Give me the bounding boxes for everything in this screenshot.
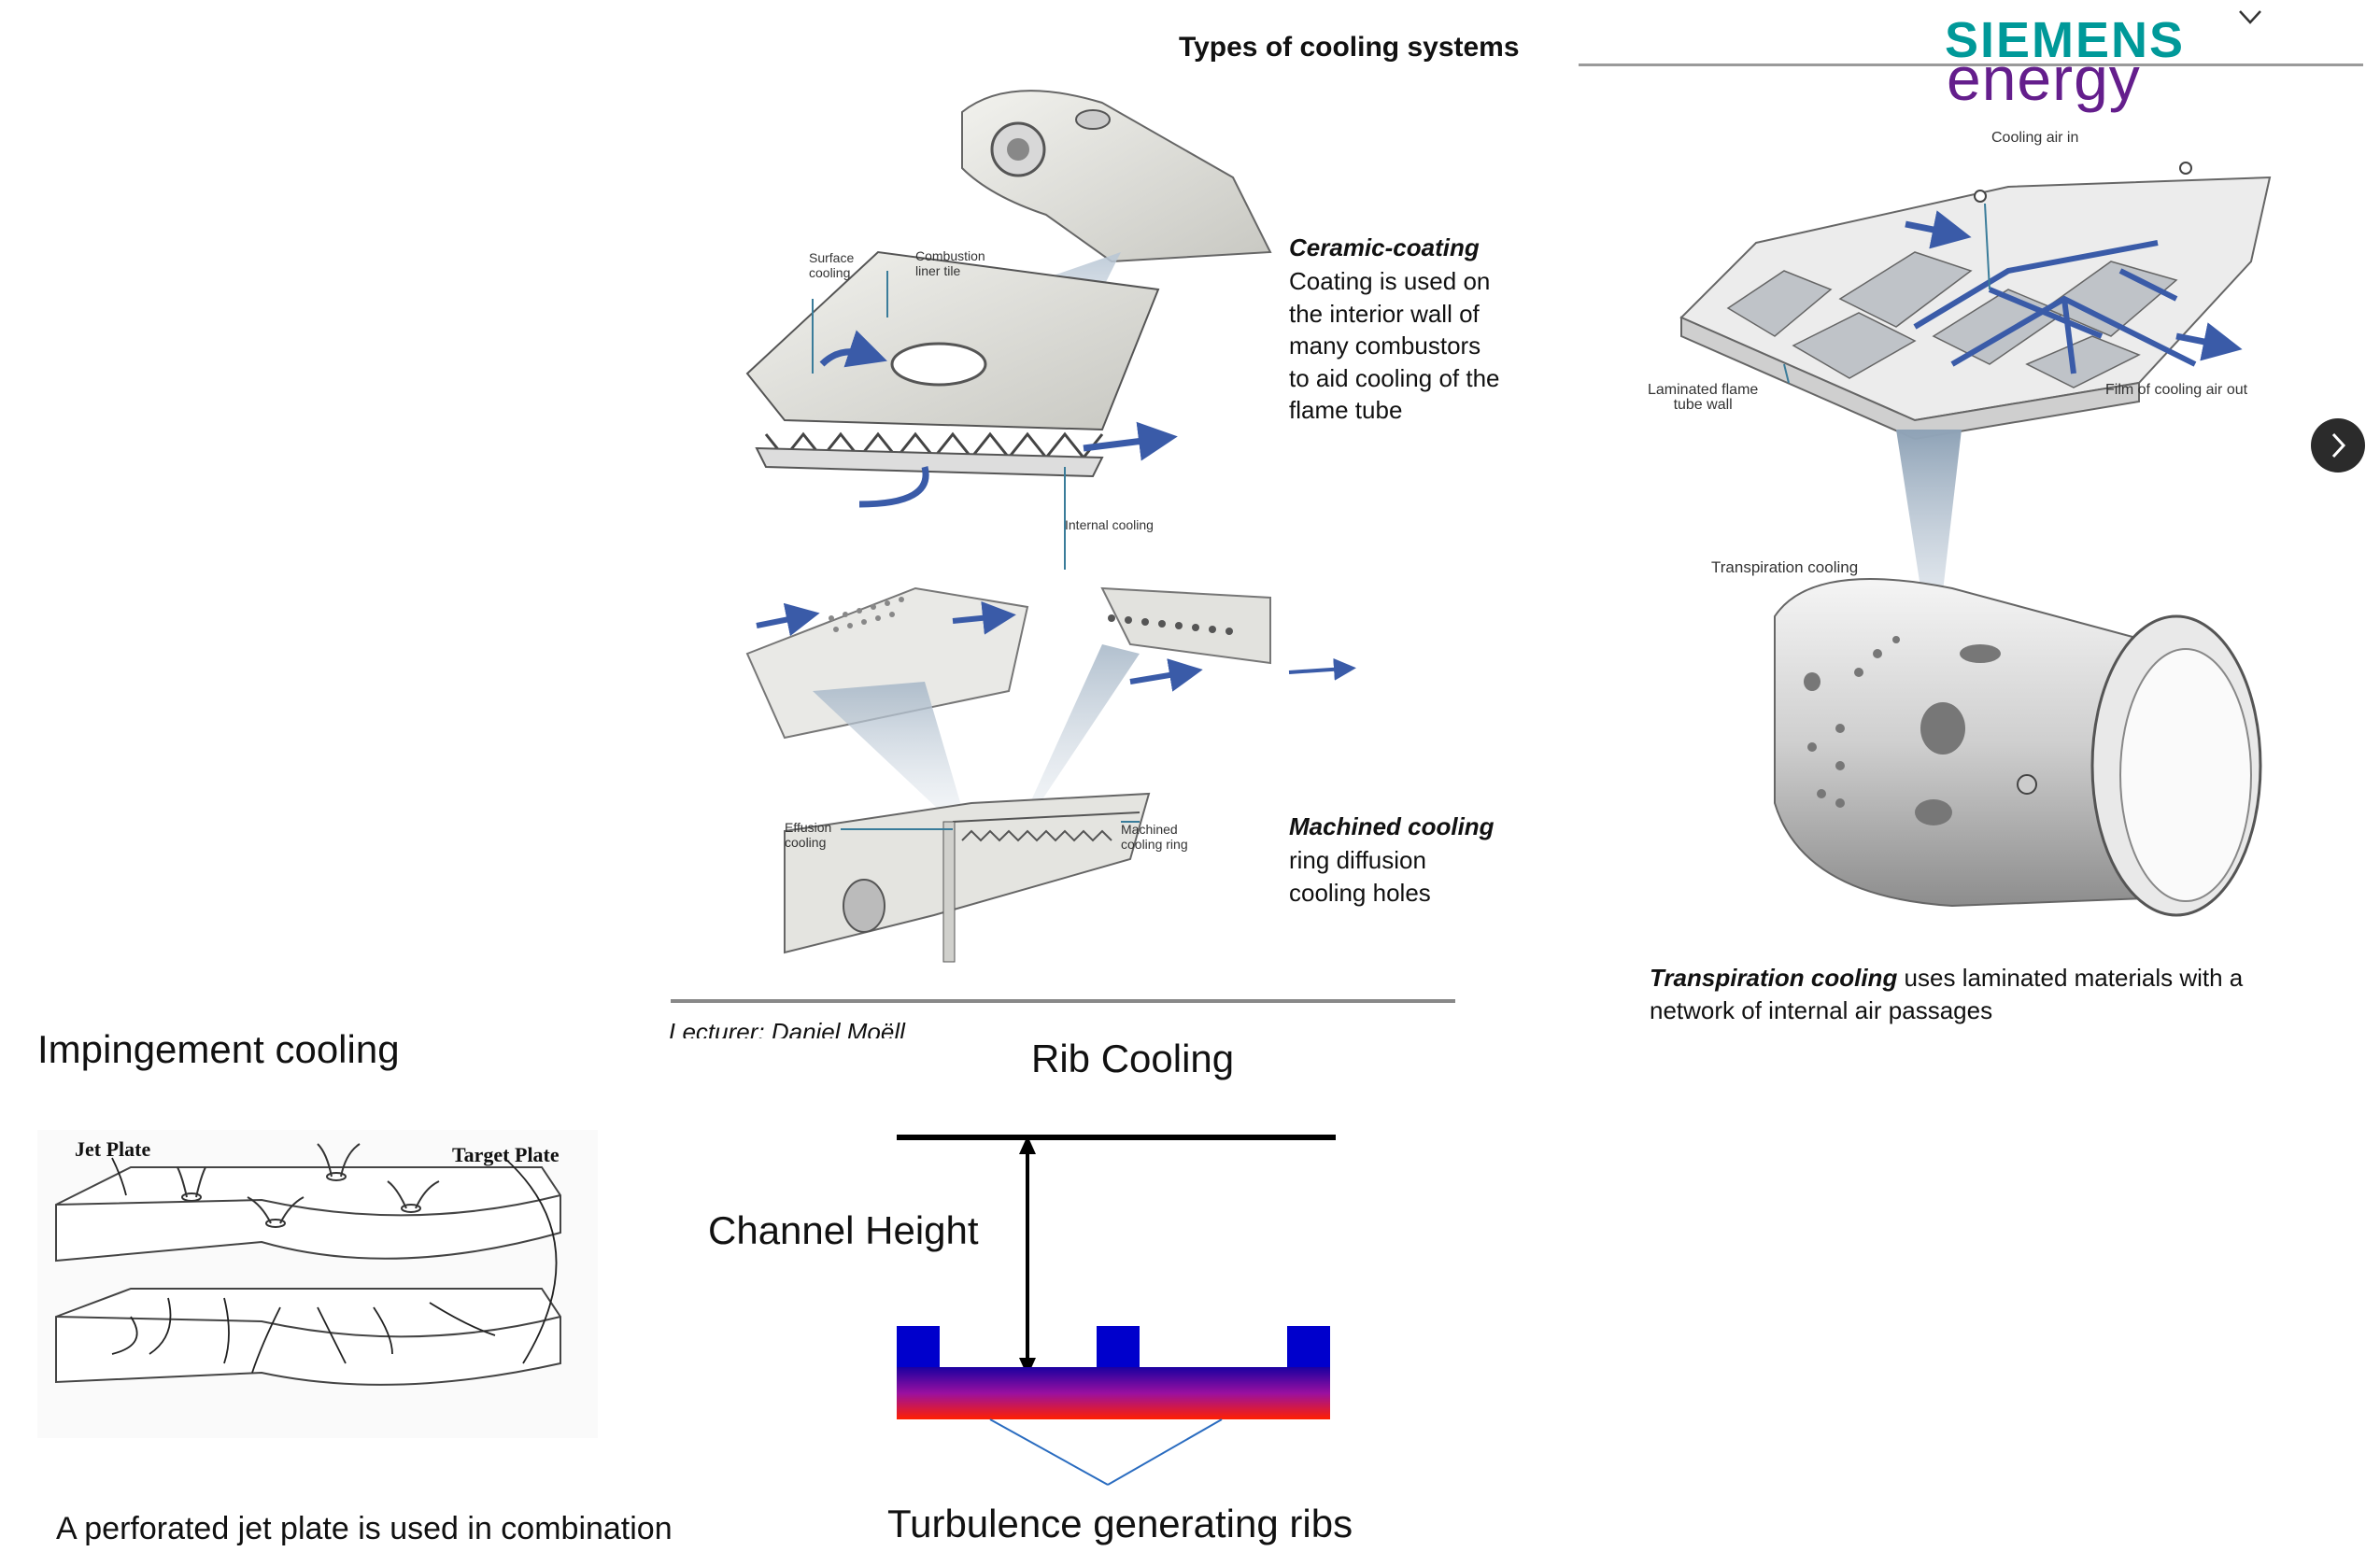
film-cooling-label: Film of cooling air out (2105, 382, 2248, 398)
machined-line: ring diffusion (1289, 846, 1426, 874)
next-slide-button[interactable] (2311, 418, 2365, 473)
transpiration-caption-line2: network of internal air passages (1650, 996, 1993, 1024)
ceramic-line: to aid cooling of the (1289, 363, 1500, 392)
transpiration-caption-rest: uses laminated materials with a (1897, 964, 2244, 992)
transpiration-illustration (1679, 162, 2272, 917)
transpiration-title-label: Transpiration cooling (1711, 558, 1859, 576)
ceramic-line: many combustors (1289, 332, 1481, 360)
header-rule (1579, 63, 2363, 66)
effusion-label: Effusion cooling (785, 820, 832, 850)
machined-line: cooling holes (1289, 878, 1431, 907)
rib-heading: Rib Cooling (1031, 1037, 1235, 1080)
footer-rule (671, 999, 1455, 1003)
ceramic-description: Coating is used on the interior wall of … (1289, 265, 1500, 427)
target-plate-label: Target Plate (452, 1143, 560, 1166)
rib-3 (1287, 1326, 1330, 1371)
lecturer-text: Lecturer: Daniel Moëll (669, 1018, 905, 1038)
rib-1 (897, 1326, 940, 1371)
impingement-caption: A perforated jet plate is used in combin… (56, 1511, 673, 1546)
ceramic-coating-illustration (745, 90, 1272, 570)
internal-cooling-label: Internal cooling (1065, 517, 1154, 532)
rib-callout-lines (989, 1418, 1223, 1486)
rib-diagram (897, 1135, 1336, 1486)
turbulence-ribs-label: Turbulence generating ribs (887, 1502, 1353, 1545)
ceramic-line: Coating is used on (1289, 267, 1491, 295)
brand-siemens: SIEMENS (1945, 12, 2186, 68)
machined-description: ring diffusion cooling holes (1289, 844, 1431, 909)
chevron-right-icon (2331, 432, 2346, 459)
cooling-air-in-label: Cooling air in (1991, 130, 2079, 146)
machined-heading: Machined cooling (1289, 812, 1495, 840)
ceramic-line: the interior wall of (1289, 299, 1480, 328)
transpiration-caption-bold: Transpiration cooling (1650, 964, 1898, 992)
liner-tile-label: Combustion liner tile (915, 248, 985, 278)
slide-title: Types of cooling systems (1179, 32, 1520, 63)
rib-2 (1097, 1326, 1140, 1371)
ceramic-heading: Ceramic-coating (1289, 233, 1480, 261)
machined-cooling-illustration (745, 586, 1356, 963)
surface-cooling-label: Surface cooling (809, 250, 855, 280)
ceramic-line: flame tube (1289, 396, 1403, 424)
brand-energy: energy (1947, 44, 2141, 113)
lecturer-clip: Lecturer: Daniel Moëll (669, 1016, 1042, 1038)
heated-wall (897, 1367, 1330, 1419)
impingement-illustration (37, 1130, 598, 1438)
jet-plate-label: Jet Plate (75, 1137, 151, 1161)
transpiration-caption: Transpiration cooling uses laminated mat… (1650, 962, 2243, 1027)
machined-ring-label: Machined cooling ring (1121, 822, 1188, 852)
impingement-heading: Impingement cooling (37, 1027, 400, 1071)
channel-height-label: Channel Height (708, 1208, 979, 1252)
chevron-down-icon[interactable] (2236, 6, 2264, 28)
laminated-wall-label: Laminated flame tube wall (1648, 382, 1759, 413)
